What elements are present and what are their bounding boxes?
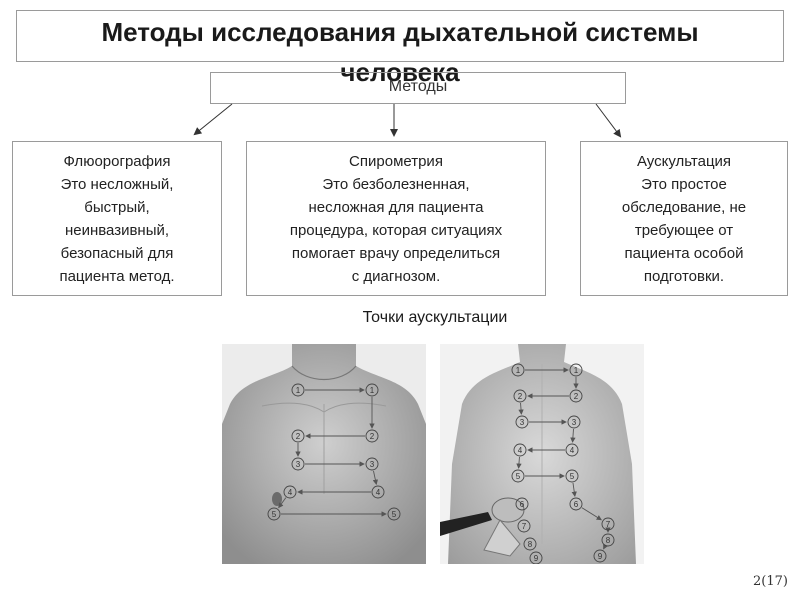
point-number: 5 [392,510,397,519]
sequence-arrow [518,402,524,415]
card-fluorography: Флюорография Это несложный, быстрый, неи… [12,141,222,296]
point-number: 7 [522,522,527,531]
auscultation-point: 8 [601,533,615,547]
card-line: процедура, которая ситуациях [289,222,503,239]
page-title-line-1: Методы исследования дыхательной системы [101,17,699,47]
point-number: 3 [572,418,577,427]
point-number: 2 [370,432,375,441]
auscultation-point: 4 [283,485,297,499]
sequence-arrow [372,470,379,486]
point-number: 4 [518,446,523,455]
point-number: 3 [520,418,525,427]
sequence-arrow [570,428,576,443]
point-number: 8 [528,540,533,549]
sequence-arrow [278,497,287,509]
point-number: 4 [376,488,381,497]
point-number: 8 [606,536,611,545]
auscultation-point: 3 [365,457,379,471]
point-number: 7 [606,520,611,529]
card-line: с диагнозом. [351,268,441,285]
page-number: 2(17) [753,574,788,589]
card-line: Это несложный, [60,176,174,193]
methods-box: Методы [210,72,626,104]
sequence-arrow [571,482,577,497]
point-number: 4 [288,488,293,497]
auscultation-point: 2 [569,389,583,403]
title-box [16,10,784,62]
point-number: 2 [296,432,301,441]
auscultation-point: 1 [569,363,583,377]
point-number: 2 [574,392,579,401]
point-number: 9 [598,552,603,561]
auscultation-point: 4 [371,485,385,499]
card-line: подготовки. [643,268,725,285]
point-number: 2 [518,392,523,401]
point-number: 5 [272,510,277,519]
arrow-to-auscultation [595,103,622,138]
chest-front-photo: 1 1 2 2 3 3 4 4 5 5 [222,344,426,564]
auscultation-point: 7 [601,517,615,531]
card-line: неинвазивный, [64,222,170,239]
point-number: 6 [574,500,579,509]
point-number: 3 [370,460,375,469]
card-line: Аускультация [636,153,732,170]
auscultation-point: 6 [569,497,583,511]
front-points-layer: 1 1 2 2 3 3 4 4 5 5 [267,383,401,521]
auscultation-point: 7 [517,519,531,533]
auscultation-point: 2 [291,429,305,443]
card-line: требующее от [634,222,734,239]
sequence-arrow [603,543,609,550]
auscultation-point: 1 [511,363,525,377]
auscultation-point: 9 [529,551,543,564]
sequence-arrow [581,507,602,521]
auscultation-point: 1 [365,383,379,397]
auscultation-point: 5 [267,507,281,521]
auscultation-point: 1 [291,383,305,397]
auscultation-point: 9 [593,549,607,563]
point-number: 1 [296,386,301,395]
auscultation-point: 4 [565,443,579,457]
point-number: 5 [570,472,575,481]
card-line: помогает врачу определиться [291,245,501,262]
arrow-to-fluorography [193,103,233,136]
point-number: 3 [296,460,301,469]
card-line: Спирометрия [349,153,443,170]
auscultation-point: 5 [511,469,525,483]
auscultation-point: 3 [291,457,305,471]
card-line: быстрый, [84,199,150,216]
card-line: безопасный для [60,245,174,262]
auscultation-point: 3 [567,415,581,429]
card-line: несложная для пациента [308,199,484,216]
auscultation-point: 2 [513,389,527,403]
card-line: Это простое [641,176,727,193]
auscultation-point: 4 [513,443,527,457]
card-line: Флюорография [63,153,171,170]
auscultation-point: 8 [523,537,537,551]
point-number: 6 [520,500,525,509]
card-line: пациента метод. [59,268,175,285]
card-spirometry: Спирометрия Это безболезненная, несложна… [246,141,546,296]
auscultation-point: 2 [365,429,379,443]
card-auscultation: Аускультация Это простое обследование, н… [580,141,788,296]
sequence-arrow [516,456,522,469]
auscultation-point: 3 [515,415,529,429]
point-number: 9 [534,554,539,563]
card-line: пациента особой [624,245,744,262]
auscultation-points-caption: Точки аускультации [362,309,508,326]
auscultation-point: 5 [387,507,401,521]
point-number: 1 [370,386,375,395]
point-number: 1 [574,366,579,375]
auscultation-point: 5 [565,469,579,483]
card-line: обследование, не [621,199,747,216]
point-number: 1 [516,366,521,375]
point-number: 5 [516,472,521,481]
point-number: 4 [570,446,575,455]
card-line: Это безболезненная, [322,176,470,193]
auscultation-point: 6 [515,497,529,511]
